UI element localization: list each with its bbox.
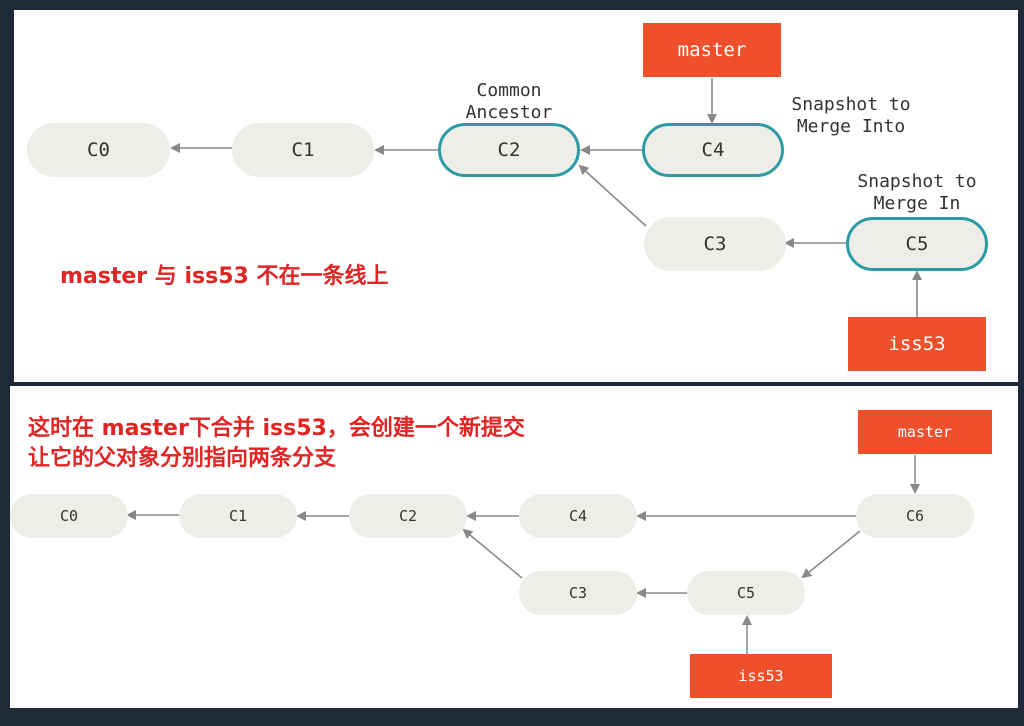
commit-c4-merge-into: C4 — [642, 123, 784, 177]
arrow-c3-c2 — [578, 164, 647, 227]
top-arrows — [170, 78, 922, 317]
diagram-before-merge: C0 C1 C2 C4 C3 C5 master iss53 Common An… — [14, 10, 1018, 382]
annotation-line: Merge In — [873, 193, 961, 214]
commit-c4: C4 — [519, 494, 637, 538]
commit-c5: C5 — [687, 571, 805, 615]
commit-c0: C0 — [27, 123, 170, 177]
annotation-line: Snapshot to — [857, 171, 977, 192]
commit-c0: C0 — [10, 494, 128, 538]
diagram-after-merge: C0 C1 C2 C4 C6 C3 C5 master iss53 这时在 ma… — [10, 386, 1018, 708]
bottom-arrows — [126, 455, 920, 654]
branch-master: master — [858, 410, 992, 454]
commit-c3: C3 — [519, 571, 637, 615]
caption-line: 让它的父对象分别指向两条分支 — [28, 446, 337, 471]
branch-master: master — [643, 23, 781, 77]
annotation-merge-in: Snapshot to Merge In — [847, 171, 987, 215]
commit-c1: C1 — [232, 123, 374, 177]
commit-c6-merge: C6 — [856, 494, 974, 538]
commit-c3: C3 — [644, 217, 786, 271]
commit-c2-common-ancestor: C2 — [438, 123, 580, 177]
annotation-line: Common — [476, 80, 542, 101]
caption-bottom: 这时在 master下合并 iss53，会创建一个新提交 让它的父对象分别指向两… — [28, 414, 525, 474]
arrow-c6-c5 — [801, 530, 861, 579]
commit-c2: C2 — [349, 494, 467, 538]
annotation-common-ancestor: Common Ancestor — [454, 80, 564, 124]
branch-iss53: iss53 — [848, 317, 986, 371]
annotation-line: Merge Into — [796, 116, 906, 137]
annotation-line: Snapshot to — [791, 94, 911, 115]
arrow-c3-c2 — [462, 528, 523, 579]
caption-line: 这时在 master下合并 iss53，会创建一个新提交 — [28, 416, 525, 441]
caption-top: master 与 iss53 不在一条线上 — [60, 264, 389, 289]
commit-c1: C1 — [179, 494, 297, 538]
annotation-line: Ancestor — [465, 102, 553, 123]
commit-c5-merge-in: C5 — [846, 217, 988, 271]
annotation-merge-into: Snapshot to Merge Into — [784, 94, 918, 138]
branch-iss53: iss53 — [690, 654, 832, 698]
